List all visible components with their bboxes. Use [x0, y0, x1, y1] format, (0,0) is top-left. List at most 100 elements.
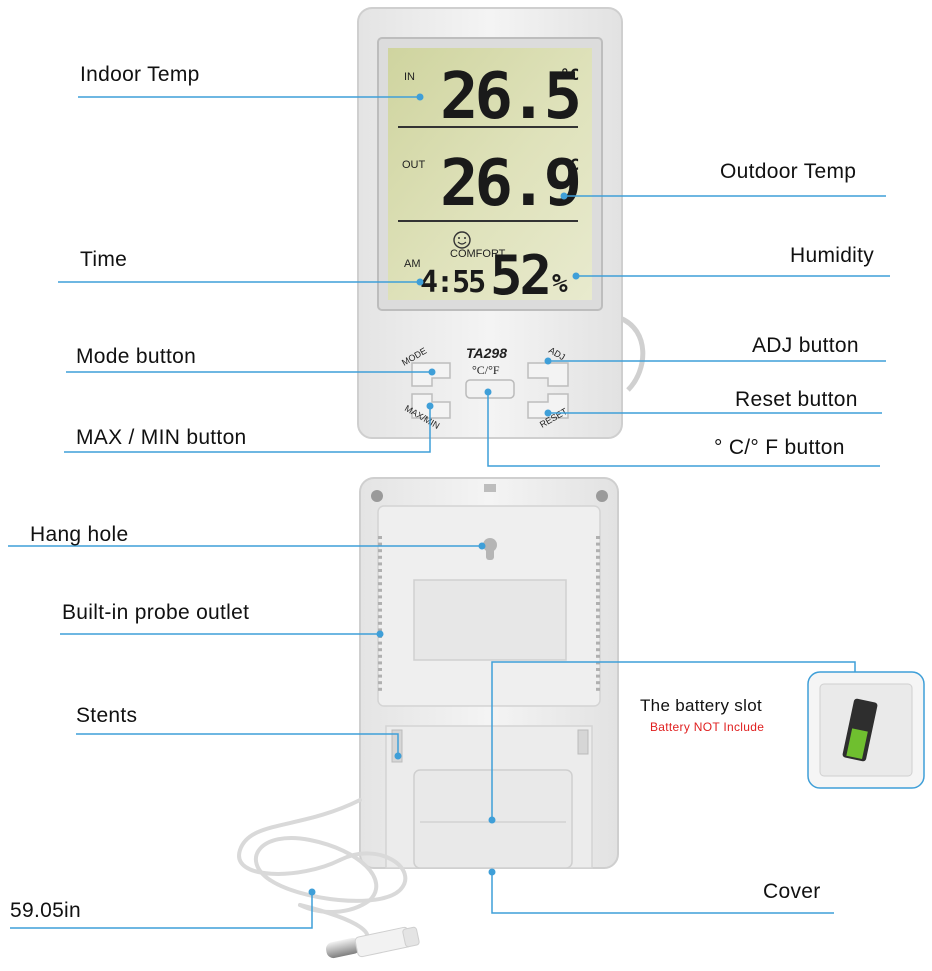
vent-hole [378, 687, 382, 691]
vent-hole [378, 588, 382, 592]
vent-hole [378, 536, 382, 539]
vent-hole [596, 575, 600, 579]
leader-cf [487, 392, 880, 467]
cf-button[interactable] [465, 379, 515, 399]
vent-hole [378, 595, 382, 599]
vent-hole [378, 621, 382, 625]
label-outdoor-temp: Outdoor Temp [720, 160, 857, 183]
leader-battery [491, 661, 856, 820]
label-cable-length: 59.05in [10, 899, 81, 922]
stent-left [391, 729, 403, 763]
vent-hole [596, 555, 600, 559]
top-notch [484, 484, 496, 492]
vent-hole [378, 615, 382, 619]
label-probe-outlet: Built-in probe outlet [62, 601, 250, 624]
vent-hole [378, 661, 382, 665]
vent-hole [378, 648, 382, 652]
lcd-screen [388, 48, 592, 300]
leader-dots [308, 93, 580, 896]
vent-hole [596, 628, 600, 632]
vent-hole [596, 687, 600, 691]
model-text: TA298 [466, 345, 507, 361]
vent-hole [378, 681, 382, 685]
lcd-humidity-unit: % [552, 269, 568, 299]
vent-hole [596, 615, 600, 619]
vent-hole [596, 542, 600, 546]
lcd-indoor-value: 26.5 [440, 60, 579, 134]
vent-hole [378, 542, 382, 546]
vent-hole [596, 648, 600, 652]
lcd-outdoor-unit: °C [560, 155, 579, 174]
lcd-time-value: 4:55 [420, 265, 485, 300]
vent-hole [378, 562, 382, 566]
label-mode-button: Mode button [76, 345, 197, 368]
reset-button[interactable] [527, 393, 569, 419]
vent-hole [596, 641, 600, 645]
vent-hole [378, 608, 382, 612]
label-reset-button: Reset button [735, 388, 858, 411]
vent-hole [378, 668, 382, 671]
vent-hole [378, 628, 382, 632]
lcd-out-tag: OUT [402, 159, 426, 171]
leader-cover [491, 872, 834, 914]
label-hang-hole: Hang hole [30, 523, 129, 546]
label-adj-button: ADJ button [752, 334, 859, 357]
vent-hole [378, 641, 382, 645]
vent-hole [596, 536, 600, 539]
leader-maxmin [64, 406, 431, 453]
lcd-outdoor-value: 26.9 [440, 147, 579, 221]
vent-hole [596, 661, 600, 665]
vent-hole [596, 674, 600, 678]
stent-right [577, 729, 589, 755]
screw-left-icon [371, 490, 383, 502]
vent-hole [596, 668, 600, 671]
vent-hole [378, 569, 382, 572]
label-time: Time [80, 248, 128, 271]
hang-hole-icon [483, 538, 497, 560]
vent-hole [596, 681, 600, 685]
vent-hole [378, 674, 382, 678]
leader-lines [8, 96, 890, 929]
label-stents: Stents [76, 704, 138, 727]
vent-hole [596, 602, 600, 605]
screw-right-icon [596, 490, 608, 502]
vent-holes [378, 536, 600, 691]
vent-hole [596, 595, 600, 599]
vent-hole [596, 635, 600, 638]
cf-text: °C/°F [472, 363, 500, 377]
label-battery-note: Battery NOT Include [650, 720, 765, 734]
lcd-comfort-tag: COMFORT [450, 248, 506, 260]
label-indoor-temp: Indoor Temp [80, 63, 200, 86]
front-probe-wire [618, 315, 646, 392]
leader-stents [76, 733, 399, 756]
lcd-indoor-unit: °C [560, 65, 579, 84]
label-battery-slot: The battery slot [640, 696, 762, 715]
vent-hole [596, 608, 600, 612]
vent-hole [378, 582, 382, 586]
lcd-humidity-value: 52 [490, 244, 549, 307]
vent-hole [378, 602, 382, 605]
vent-hole [378, 549, 382, 553]
label-cover: Cover [763, 880, 821, 903]
vent-hole [378, 575, 382, 579]
leader-cable [10, 892, 313, 929]
vent-hole [378, 555, 382, 559]
vent-hole [596, 588, 600, 592]
label-recess [413, 579, 567, 661]
probe-tip [326, 926, 420, 959]
label-cf-button: ° C/° F button [714, 436, 845, 459]
vent-hole [596, 549, 600, 553]
vent-hole [596, 562, 600, 566]
lcd-am-tag: AM [404, 258, 421, 270]
comfort-smiley-icon [453, 231, 471, 249]
label-humidity: Humidity [790, 244, 875, 267]
probe-cable [237, 798, 408, 947]
vent-hole [596, 569, 600, 572]
vent-hole [378, 654, 382, 658]
adj-button[interactable] [527, 362, 569, 387]
vent-hole [596, 654, 600, 658]
vent-hole [596, 582, 600, 586]
battery-label [846, 728, 868, 760]
